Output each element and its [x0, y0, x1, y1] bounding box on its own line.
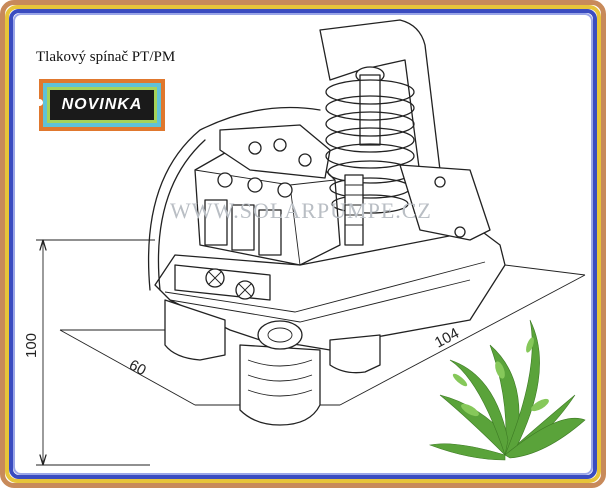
dimension-depth: 60	[126, 357, 149, 380]
dimension-height: 100	[23, 333, 40, 358]
inner-frame	[13, 13, 593, 475]
blue-frame	[9, 9, 597, 479]
yellow-frame	[5, 5, 601, 483]
novinka-badge: NOVINKA	[36, 79, 165, 131]
badge-dot	[36, 99, 43, 106]
badge-label: NOVINKA	[61, 96, 143, 113]
watermark: WWW.SOLARPUMPE.CZ	[170, 198, 432, 223]
page-title: Tlakový spínač PT/PM	[36, 49, 176, 65]
